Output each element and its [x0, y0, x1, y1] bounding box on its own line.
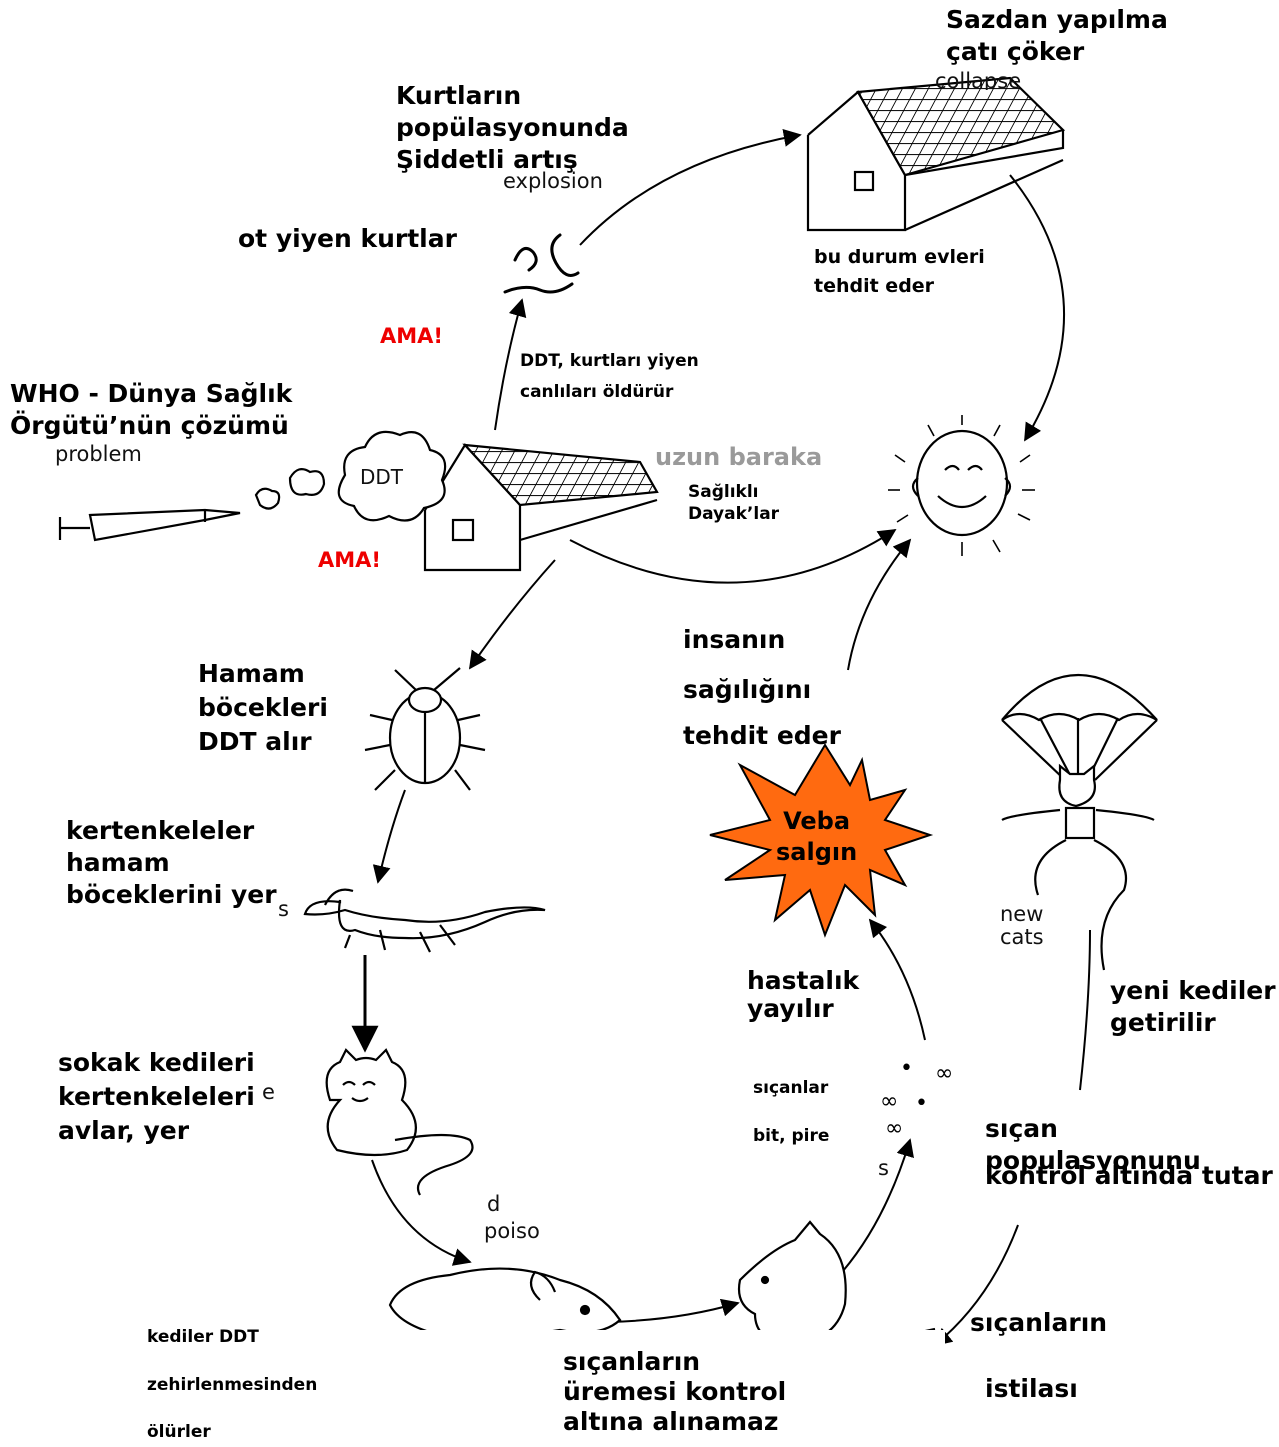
label-controls-rats-2: kontrol altında tutar — [985, 1160, 1273, 1192]
label-new-cats: yeni kediler getirilir — [1110, 975, 1276, 1039]
arrow-roof-to-sun — [1010, 175, 1064, 440]
line-newcats-down — [1080, 930, 1090, 1090]
svg-text:•: • — [900, 1056, 913, 1081]
label-but-bottom: AMA! — [318, 547, 381, 574]
label-cats-die-2: zehirlenmesinden — [147, 1375, 317, 1397]
arrow-cockroach-to-lizard — [378, 790, 405, 882]
label-threatens-health-1: insanın — [683, 624, 785, 656]
label-street-cats: sokak kedileri kertenkeleleri avlar, yer — [58, 1046, 255, 1147]
cockroach — [365, 668, 485, 790]
orig-text-collapse: collapse — [935, 70, 1021, 90]
lizard — [305, 890, 545, 952]
orig-text-ddt-cloud: DDT — [360, 466, 403, 488]
label-longhouse: uzun baraka — [655, 442, 822, 473]
arrow-longhouse-to-cockroach — [470, 560, 555, 668]
label-lice-fleas: bit, pire — [753, 1126, 829, 1148]
label-healthy-dayaks: Sağlıklı Dayak’lar — [688, 482, 779, 526]
label-disease-spreads: hastalık yayılır — [747, 967, 859, 1022]
caterpillars — [505, 235, 578, 292]
label-plague: Veba salgın — [776, 806, 857, 867]
svg-text:∞: ∞ — [880, 1089, 898, 1114]
smiling-sun — [888, 415, 1035, 556]
arrow-health-to-sun — [848, 540, 910, 670]
label-ddt-kills-predators: DDT, kurtları yiyen canlıları öldürür — [520, 346, 699, 407]
label-threatens-health-2: sağılığını — [683, 674, 811, 706]
orig-text-explosion: explosion — [503, 170, 603, 193]
orig-text-poison: poiso — [484, 1220, 540, 1243]
rat — [739, 1222, 935, 1344]
label-cats-die-3: ölürler — [147, 1422, 211, 1444]
label-herbivore-caterpillars: ot yiyen kurtlar — [238, 223, 457, 255]
orig-text-problem: problem — [55, 443, 142, 466]
svg-text:∞: ∞ — [885, 1116, 903, 1141]
label-rats-invasion-1: sıçanların — [970, 1307, 1107, 1339]
svg-text:∞: ∞ — [935, 1061, 953, 1086]
fleas: ∞• ∞• ∞ — [880, 1056, 953, 1141]
orig-text-d1: d — [487, 1193, 500, 1216]
arrow-deadcat-to-rat — [610, 1303, 738, 1322]
arrow-longhouse-to-worms — [495, 300, 522, 430]
collapsing-house — [808, 78, 1063, 230]
label-threatens-health-3: tehdit eder — [683, 720, 841, 752]
label-caterpillar-boom: Kurtların popülasyonunda Şiddetli artış — [396, 80, 629, 176]
label-rats: sıçanlar — [753, 1078, 828, 1100]
orig-text-s2: s — [878, 1157, 889, 1180]
orig-text-s1: s — [278, 898, 289, 921]
label-rats-breed: sıçanların üremesi kontrol altına alınam… — [563, 1347, 786, 1437]
label-but-top: AMA! — [380, 323, 443, 350]
label-roof-collapse: Sazdan yapılma çatı çöker — [946, 4, 1168, 68]
orig-text-e1: e — [262, 1081, 275, 1104]
syringe — [60, 510, 240, 540]
label-threatens-houses: bu durum evleri tehdit eder — [814, 243, 985, 302]
svg-text:•: • — [915, 1091, 928, 1116]
label-lizards: kertenkeleler hamam böceklerini yer — [66, 815, 277, 911]
orig-text-new-cats: new cats — [1000, 903, 1044, 949]
label-who-solution: WHO - Dünya Sağlık Örgütü’nün çözümü — [10, 378, 292, 442]
ddt-cloud — [256, 432, 445, 521]
label-cats-die-1: kediler DDT — [147, 1327, 259, 1349]
sitting-cat — [327, 1050, 473, 1195]
arrow-fleas-to-plague — [870, 920, 925, 1040]
label-rats-invasion-2: istilası — [985, 1373, 1078, 1405]
longhouse — [425, 445, 657, 570]
arrow-cat-to-deadcat — [372, 1160, 470, 1262]
label-cockroaches: Hamam böcekleri DDT alır — [198, 657, 328, 758]
dead-cat — [390, 1269, 620, 1337]
arrow-longhouse-to-sun — [570, 530, 895, 583]
